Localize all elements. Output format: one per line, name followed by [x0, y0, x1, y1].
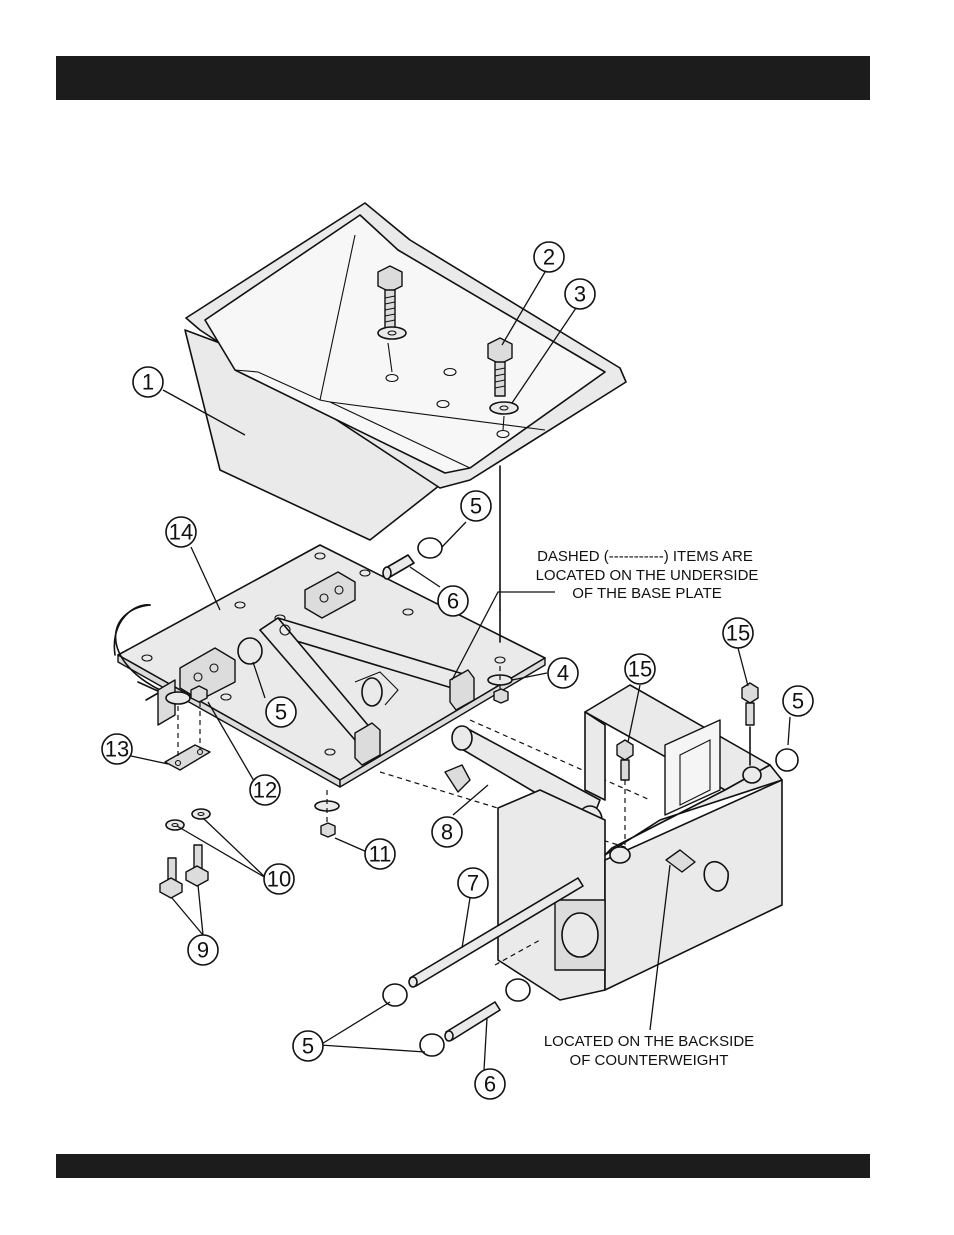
note-dashed-items: DASHED (-----------) ITEMS ARE LOCATED O… — [536, 548, 759, 602]
callout-4: 4 — [548, 658, 578, 688]
bolt-15-left — [617, 740, 633, 845]
callout-15-left: 15 — [625, 654, 655, 684]
svg-text:6: 6 — [447, 589, 459, 614]
pin-6-upper — [383, 555, 414, 579]
counterweight — [498, 685, 782, 1000]
svg-text:10: 10 — [267, 867, 291, 892]
svg-text:15: 15 — [726, 621, 750, 646]
svg-text:5: 5 — [792, 689, 804, 714]
callout-10: 10 — [264, 864, 294, 894]
svg-text:7: 7 — [467, 871, 479, 896]
callout-14: 14 — [166, 517, 196, 547]
svg-text:LOCATED ON THE UNDERSIDE: LOCATED ON THE UNDERSIDE — [536, 567, 759, 584]
callout-5-middle: 5 — [266, 697, 296, 727]
callout-7: 7 — [458, 868, 488, 898]
bolts-9 — [160, 845, 208, 898]
svg-text:OF THE BASE PLATE: OF THE BASE PLATE — [572, 585, 722, 602]
svg-text:6: 6 — [484, 1072, 496, 1097]
svg-text:9: 9 — [197, 938, 209, 963]
callout-6-lower: 6 — [475, 1069, 505, 1099]
svg-text:8: 8 — [441, 820, 453, 845]
svg-text:4: 4 — [557, 661, 569, 686]
clip-5-upper — [418, 538, 442, 558]
svg-text:5: 5 — [275, 700, 287, 725]
callout-5-lower: 5 — [293, 1031, 323, 1061]
svg-text:1: 1 — [142, 370, 154, 395]
svg-text:13: 13 — [105, 737, 129, 762]
svg-text:5: 5 — [302, 1034, 314, 1059]
callout-13: 13 — [102, 734, 132, 764]
clip-5-lower-c — [506, 979, 530, 1001]
callout-1: 1 — [133, 367, 163, 397]
svg-text:12: 12 — [253, 778, 277, 803]
callout-9: 9 — [188, 935, 218, 965]
callout-5-upper: 5 — [461, 491, 491, 521]
svg-text:LOCATED ON THE BACKSIDE: LOCATED ON THE BACKSIDE — [544, 1033, 754, 1050]
callout-8: 8 — [432, 817, 462, 847]
nut-12 — [191, 686, 207, 702]
svg-text:DASHED (-----------) ITEMS ARE: DASHED (-----------) ITEMS ARE — [537, 548, 753, 565]
callout-11: 11 — [365, 839, 395, 869]
washers-10 — [166, 809, 210, 830]
callout-15-right: 15 — [723, 618, 753, 648]
callout-12: 12 — [250, 775, 280, 805]
svg-text:15: 15 — [628, 657, 652, 682]
callout-2: 2 — [534, 242, 564, 272]
svg-text:2: 2 — [543, 245, 555, 270]
note-backside: LOCATED ON THE BACKSIDE OF COUNTERWEIGHT — [544, 1033, 754, 1069]
callout-6-upper: 6 — [438, 586, 468, 616]
callout-5-right: 5 — [783, 686, 813, 716]
svg-text:3: 3 — [574, 282, 586, 307]
svg-text:5: 5 — [470, 494, 482, 519]
clip-5-lower-b — [420, 1034, 444, 1056]
callout-3: 3 — [565, 279, 595, 309]
washer-nut-11 — [315, 790, 339, 837]
svg-text:11: 11 — [369, 842, 392, 867]
svg-text:14: 14 — [169, 520, 193, 545]
pin-6-lower — [445, 1002, 500, 1041]
svg-text:OF COUNTERWEIGHT: OF COUNTERWEIGHT — [570, 1052, 729, 1069]
clip-5-lower-a — [383, 984, 407, 1006]
clip-5-right — [776, 749, 798, 771]
